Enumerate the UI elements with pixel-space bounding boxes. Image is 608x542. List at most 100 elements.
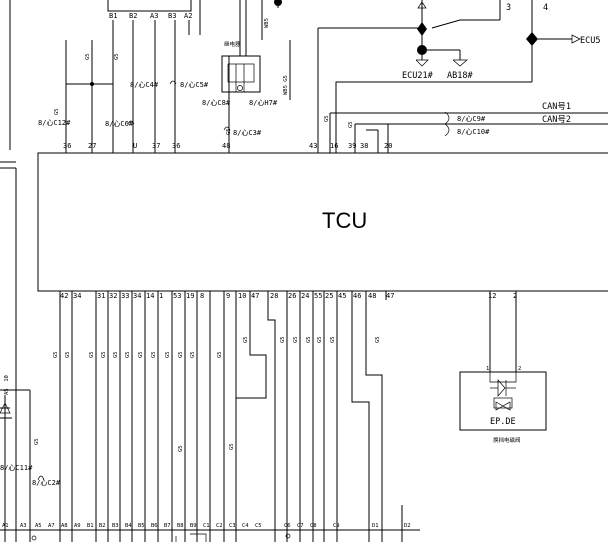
- top-pin: 16: [330, 142, 338, 150]
- wire-label: G5: [178, 445, 184, 452]
- plug-pin: B9: [190, 523, 197, 529]
- plug-pin: B3: [112, 523, 119, 529]
- bottom-pin: 46: [353, 292, 361, 300]
- plug-pin: A5: [35, 523, 42, 529]
- bottom-pin: 24: [301, 292, 309, 300]
- plug-pin: C5: [255, 523, 262, 529]
- bottom-pin: 47: [251, 292, 259, 300]
- plug-pin: A3: [20, 523, 27, 529]
- bottom-pin: 31: [97, 292, 105, 300]
- bottom-pin: 55: [314, 292, 322, 300]
- module-pin: 2: [518, 366, 521, 372]
- top-wire-label: G5: [114, 53, 120, 60]
- pin-number-3: 3: [506, 3, 511, 13]
- splice-c2: 8/心C2#: [32, 479, 61, 487]
- module-pin: 1: [486, 366, 489, 372]
- wire-label: G5: [178, 351, 184, 358]
- top-pin: 27: [88, 142, 96, 150]
- epde-module: [459, 371, 547, 431]
- wire-label: G5: [89, 351, 95, 358]
- svg-text:WB5: WB5: [264, 18, 270, 28]
- bottom-pin: 48: [368, 292, 376, 300]
- splice-c8: 8/心C8#: [202, 99, 231, 107]
- bottom-pin: 2: [513, 292, 517, 300]
- top-pin: 38: [360, 142, 368, 150]
- plug-pin: B2: [99, 523, 106, 529]
- plug-pin: D2: [404, 523, 411, 529]
- wire-label: G5: [280, 336, 286, 343]
- bottom-pin: 19: [186, 292, 194, 300]
- connector-ab18: AB18#: [447, 71, 473, 81]
- plug-pin: A7: [48, 523, 55, 529]
- plug-pin: B4: [125, 523, 132, 529]
- relay-box: [221, 55, 261, 93]
- wire-label: G5: [165, 351, 171, 358]
- connector-ecu5: ECU5: [580, 36, 600, 46]
- bottom-pin: 42: [60, 292, 68, 300]
- plug-pin: C3: [229, 523, 236, 529]
- top-wire-label: G5: [54, 108, 60, 115]
- wire-label: G5: [53, 351, 59, 358]
- tcu-title: TCU: [322, 208, 367, 233]
- tcu-bottom-wires: [59, 291, 517, 542]
- wire-label: G5: [330, 336, 336, 343]
- plug-pin-b2: B2: [129, 12, 137, 20]
- wire-label: G5: [375, 336, 381, 343]
- svg-text:WB5 G5: WB5 G5: [283, 75, 289, 95]
- tcu-bottom-pins: 42 34 31 32 33 34 14 1 53 19 8 9 10 47 2…: [60, 292, 517, 300]
- wire-label: G5: [293, 336, 299, 343]
- splice-c3: 8/心C3#: [233, 129, 262, 137]
- plug-pin: A9: [74, 523, 81, 529]
- bottom-pin: 10: [238, 292, 246, 300]
- splice-c6: 8/心C6#: [105, 120, 134, 128]
- bottom-wire-labels: G5 G5 G5 G5 G5 G5 G5 G5 G5 G5 G5 G5 G5 G…: [53, 336, 381, 452]
- plug-pin: B1: [87, 523, 94, 529]
- bottom-pin: 12: [488, 292, 496, 300]
- wire-label: G5: [151, 351, 157, 358]
- top-pin: U: [133, 142, 137, 150]
- top-pin: 39: [348, 142, 356, 150]
- plug-pin: D1: [372, 523, 379, 529]
- top-pin: 36: [172, 142, 180, 150]
- bottom-pin: 28: [270, 292, 278, 300]
- bottom-pin: 34: [133, 292, 141, 300]
- svg-text:G5: G5: [324, 115, 330, 122]
- plug-pin-a3: A3: [150, 12, 158, 20]
- plug-pin-b1: B1: [109, 12, 117, 20]
- plug-pin-a2: A2: [184, 12, 192, 20]
- bottom-pin: 33: [121, 292, 129, 300]
- svg-text:继电器: 继电器: [224, 40, 241, 48]
- plug-pin: B6: [151, 523, 158, 529]
- plug-pin-b3: B3: [168, 12, 176, 20]
- wire-label: G5: [65, 351, 71, 358]
- tcu-box: [37, 152, 608, 292]
- wire-label: G5: [217, 351, 223, 358]
- plug-pin: B8: [177, 523, 184, 529]
- can-low: CAN号2: [542, 115, 571, 125]
- plug-pin: C7: [297, 523, 304, 529]
- top-pin: 36: [63, 142, 71, 150]
- plug-pin: B7: [164, 523, 171, 529]
- bottom-plug-pins: A1 A3 A5 A7 A8 A9 B1 B2 B3 B4 B5 B6 B7 B…: [2, 523, 411, 529]
- bottom-pin: 47: [386, 292, 394, 300]
- wire-label: G5: [101, 351, 107, 358]
- splice-h7: 8/心H7#: [249, 99, 278, 107]
- bottom-pin: 53: [173, 292, 181, 300]
- plug-pin: C2: [216, 523, 223, 529]
- splice-c4: 8/心C4#: [130, 81, 159, 89]
- plug-pin: B5: [138, 523, 145, 529]
- splice-c9: 8/心C9#: [457, 115, 486, 123]
- wire-label: G5: [243, 336, 249, 343]
- wire-label: G5: [113, 351, 119, 358]
- plug-pin: A8: [61, 523, 68, 529]
- bottom-pin: 1: [159, 292, 163, 300]
- bottom-pin: 26: [288, 292, 296, 300]
- wire-label: G5: [125, 351, 131, 358]
- top-pin: 43: [309, 142, 317, 150]
- plug-pin: C4: [242, 523, 249, 529]
- svg-text:G5: G5: [348, 121, 354, 128]
- bottom-pin: 14: [146, 292, 154, 300]
- can-high: CAN号1: [542, 102, 571, 112]
- splice-c10: 8/心C10#: [457, 128, 490, 136]
